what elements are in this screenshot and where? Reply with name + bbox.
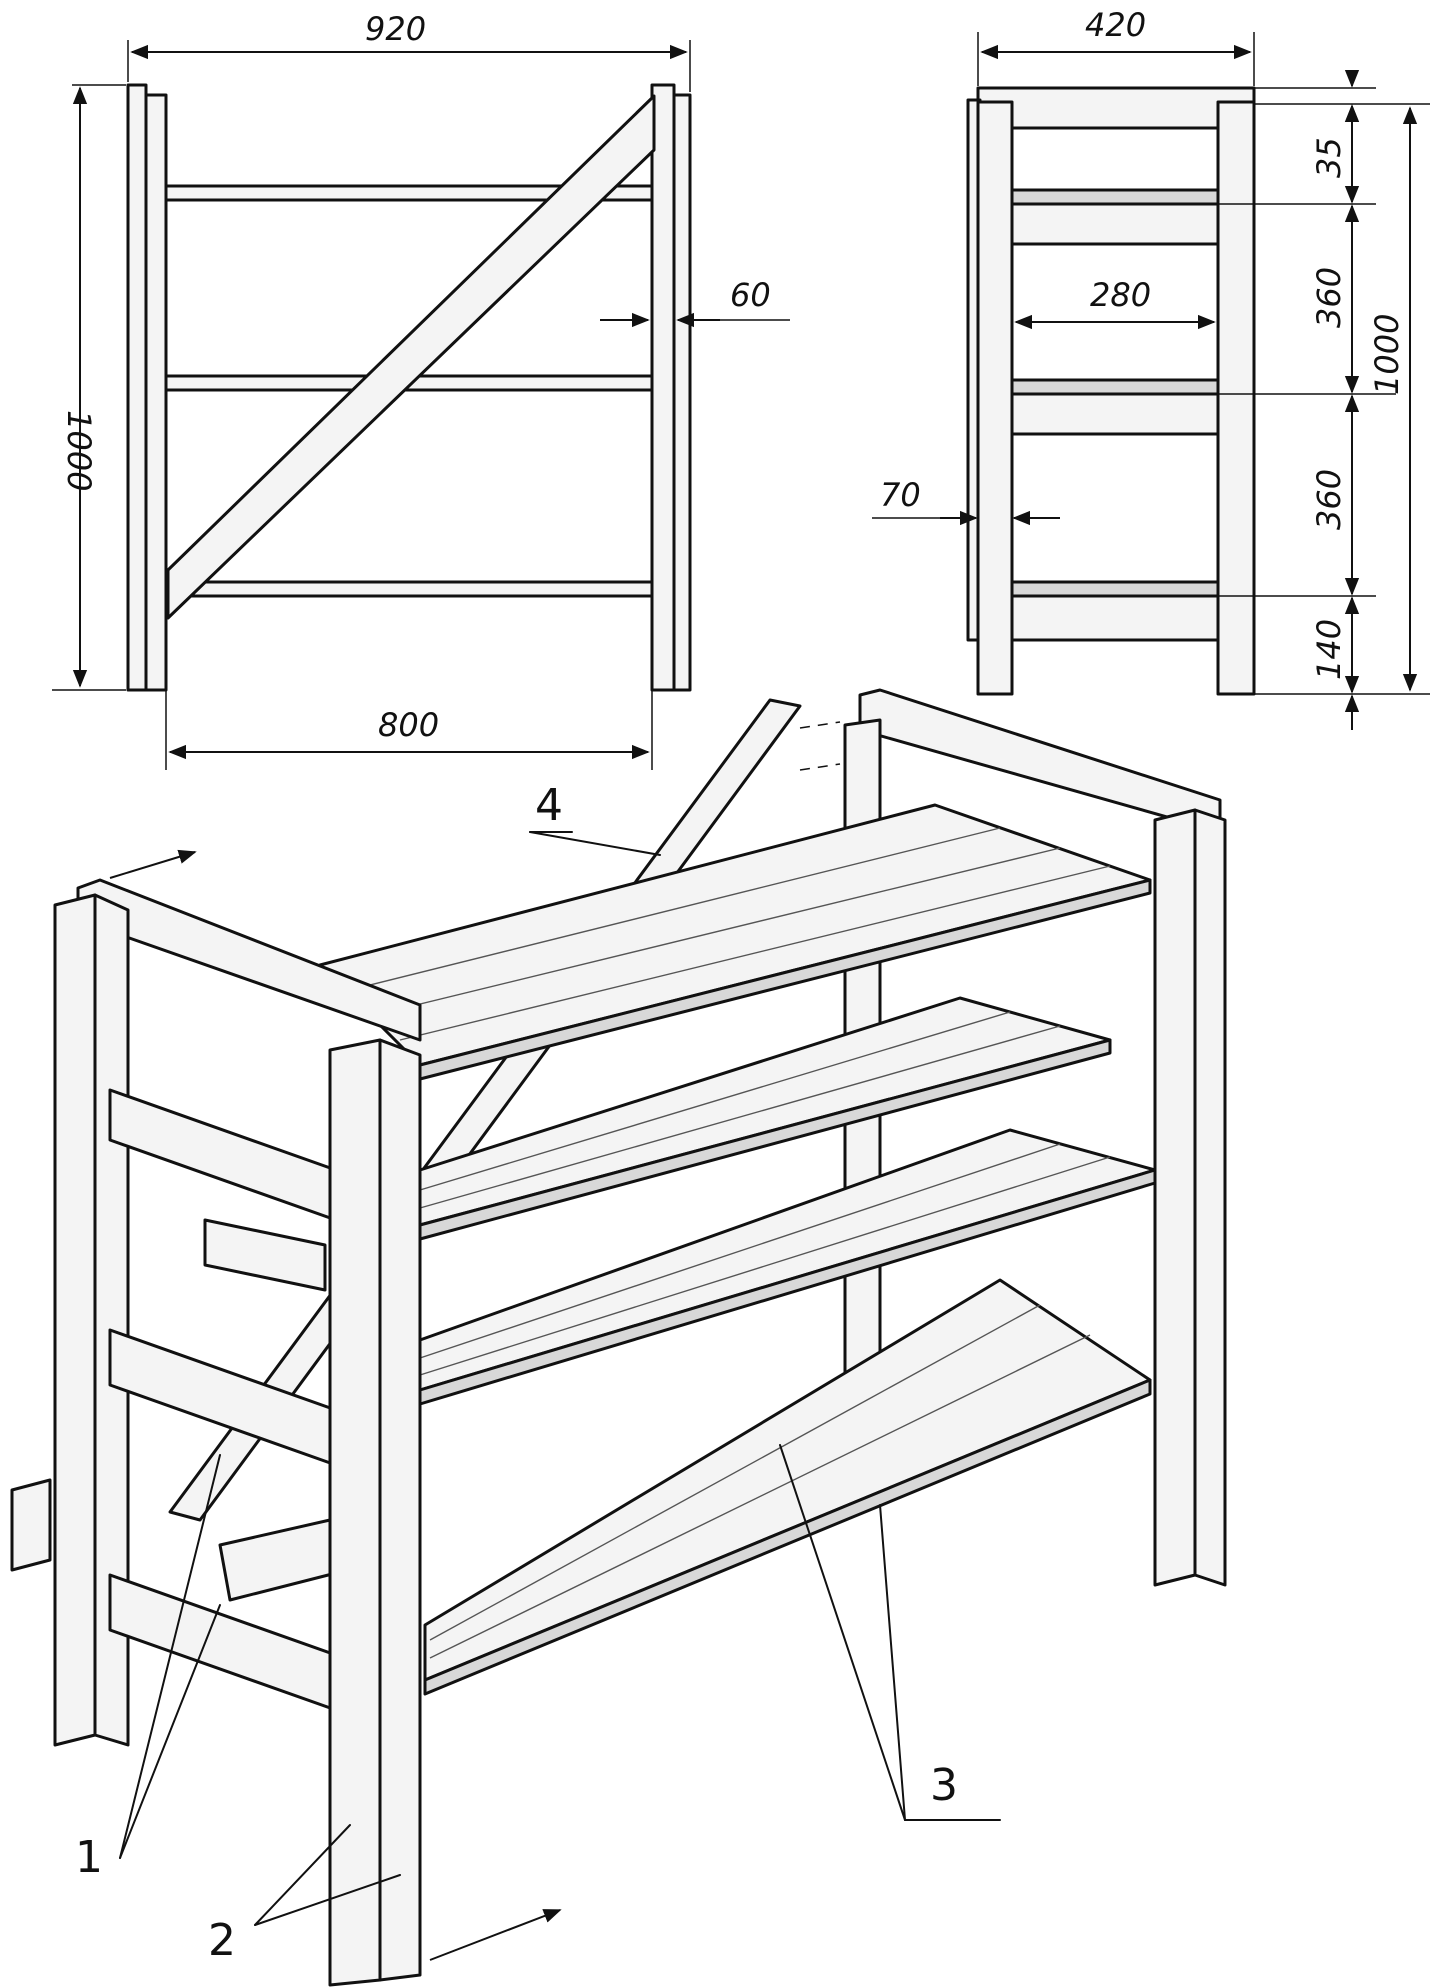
side-right-post [1216,100,1256,696]
front-diagonal-brace [166,94,656,620]
front-left-post-inner [144,93,168,692]
iso-bracket-left [203,1218,327,1292]
front-left-post-outer [126,83,148,692]
callout-3: 3 [930,1760,958,1811]
front-shelf-top [164,184,654,202]
dim-420: 420 [1085,6,1146,44]
dim-280: 280 [1090,276,1151,314]
iso-left-rail-1 [108,1088,352,1227]
callout-1: 1 [75,1832,103,1883]
side-left-post [976,100,1014,696]
isometric-view: 1 2 3 4 [10,688,1227,1987]
front-view: 920 1000 800 60 [52,10,790,770]
iso-front-post-b [378,1038,422,1982]
callout-2: 2 [208,1915,236,1966]
side-shelf-3 [1010,580,1220,598]
dim-60: 60 [730,276,771,314]
iso-arrow-bottom [429,1909,562,1961]
dim-800: 800 [378,706,439,744]
dim-140: 140 [1310,619,1348,680]
iso-brace-end [10,1478,52,1572]
side-shelf-2 [1010,378,1220,396]
iso-front-post-a [328,1038,382,1987]
dim-70: 70 [880,476,921,514]
front-shelf-bottom [164,580,654,598]
dim-front-1000: 1000 [60,410,98,491]
callout-4: 4 [535,780,563,831]
dim-360-a: 360 [1310,267,1348,328]
side-rail-3 [1010,594,1220,642]
iso-right-post-b [1193,808,1227,1587]
side-view: 420 35 360 360 140 1000 280 70 [872,6,1430,730]
side-rail-2 [1010,392,1220,436]
dim-920: 920 [365,10,426,48]
dim-35: 35 [1310,137,1348,178]
dim-360-b: 360 [1310,469,1348,530]
iso-lower-slat-left [218,1518,342,1602]
dim-side-1000: 1000 [1368,314,1406,395]
iso-left-post-outer [53,893,97,1747]
iso-shelf-3 [418,1128,1157,1406]
front-right-post-inner [650,83,676,692]
side-top-rail [976,86,1256,130]
side-rail-1 [1010,202,1220,246]
iso-right-post-a [1153,808,1197,1587]
side-shelf-1 [1010,188,1220,206]
iso-arrow-top [109,849,197,879]
front-right-post-outer [672,93,692,692]
iso-shelf-bottom [423,1278,1152,1696]
